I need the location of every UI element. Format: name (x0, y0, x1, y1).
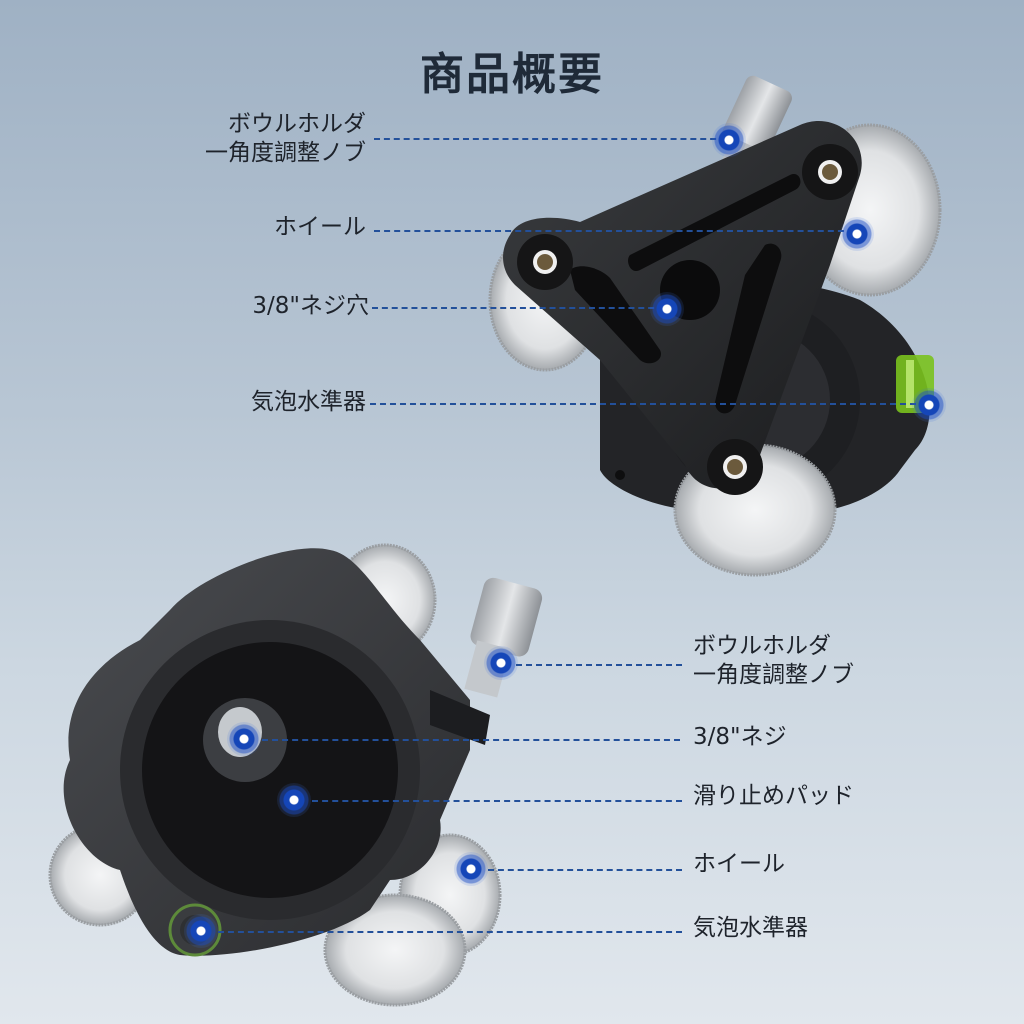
hotspot-marker-bottom-knob[interactable] (484, 646, 518, 680)
page-title: 商品概要 (420, 49, 604, 100)
leader-line (370, 403, 926, 405)
hotspot-marker-bottom-wheel[interactable] (454, 852, 488, 886)
hotspot-marker-bottom-screw[interactable] (227, 722, 261, 756)
leader-line (372, 307, 664, 309)
hotspot-marker-bottom-level[interactable] (184, 914, 218, 948)
leader-line (262, 739, 680, 741)
callout-label-top-wheel: ホイール (274, 214, 366, 240)
callout-label-top-screw-hole: 3/8"ネジ穴 (252, 293, 369, 319)
hotspot-marker-top-knob[interactable] (712, 123, 746, 157)
callout-label-top-level: 気泡水準器 (251, 389, 366, 415)
callout-label-bottom-level: 気泡水準器 (693, 915, 808, 941)
leader-line (312, 800, 682, 802)
callout-label-bottom-knob: ボウルホルダ 一角度調整ノブ (693, 633, 854, 688)
hotspot-marker-top-screw-hole[interactable] (650, 292, 684, 326)
hotspot-marker-top-level[interactable] (912, 388, 946, 422)
hotspot-marker-top-wheel[interactable] (840, 217, 874, 251)
leader-line (374, 230, 854, 232)
leader-line (516, 664, 682, 666)
callout-label-bottom-pad: 滑り止めパッド (693, 783, 854, 809)
callout-label-top-knob: ボウルホルダ 一角度調整ノブ (205, 111, 366, 166)
hotspot-marker-bottom-pad[interactable] (277, 783, 311, 817)
leader-line (218, 931, 682, 933)
leader-line (374, 138, 726, 140)
callout-label-bottom-wheel: ホイール (693, 851, 785, 877)
callout-label-bottom-screw: 3/8"ネジ (693, 724, 787, 750)
leader-line (488, 869, 682, 871)
